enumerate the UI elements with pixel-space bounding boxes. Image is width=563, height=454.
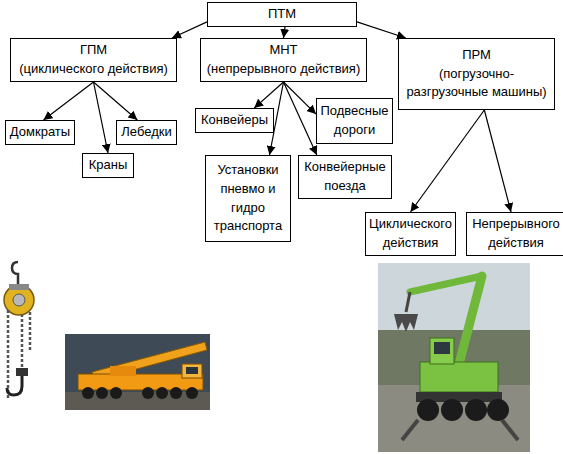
box-label: МНТ [204,41,363,60]
category-box: ПРМ(погрузочно-разгрузочные машины) [398,38,555,110]
box-label: Конвейеры [199,111,270,130]
box-label: ПТМ [211,5,353,24]
box-label: Подвесные дороги [320,102,389,140]
category-box: Конвейерные поезда [298,155,392,199]
category-box: Циклического действия [365,212,456,256]
material-handler-picture [378,263,530,452]
chain-hoist-picture [4,262,34,398]
hierarchy-arrow [284,27,286,38]
category-box: Конвейеры [195,108,274,133]
hierarchy-arrow [284,82,317,155]
category-box: Установки пневмо и гидро транспорта [205,155,291,242]
category-box: ГПМ(циклического действия) [10,38,177,82]
category-box: МНТ(непрерывного действия) [200,38,367,82]
hierarchy-arrow [284,82,317,114]
hierarchy-arrow [357,22,406,38]
box-label: ГПМ [14,41,173,60]
category-box: Непрерывного действия [466,212,563,256]
box-label: (циклического действия) [14,60,173,79]
category-box: ПТМ [207,2,357,27]
box-label: Непрерывного действия [470,215,562,253]
box-label: Циклического действия [369,215,452,253]
box-label: Лебедки [120,123,173,142]
box-label: (непрерывного действия) [204,60,363,79]
box-label: ПРМ [402,46,551,65]
hierarchy-arrow [411,110,485,212]
box-label: (погрузочно-разгрузочные машины) [402,65,551,103]
box-label: Установки пневмо и гидро транспорта [209,161,287,236]
hierarchy-arrow [172,22,207,38]
category-box: Домкраты [5,120,75,145]
category-box: Подвесные дороги [316,98,393,144]
mobile-crane-picture [65,334,210,410]
hierarchy-arrow [484,110,511,212]
hierarchy-arrow [94,82,138,120]
box-label: Домкраты [9,123,71,142]
box-label: Краны [86,156,130,175]
hierarchy-arrow [44,82,94,120]
category-box: Лебедки [116,120,177,145]
box-label: Конвейерные поезда [302,158,388,196]
category-box: Краны [82,153,134,178]
